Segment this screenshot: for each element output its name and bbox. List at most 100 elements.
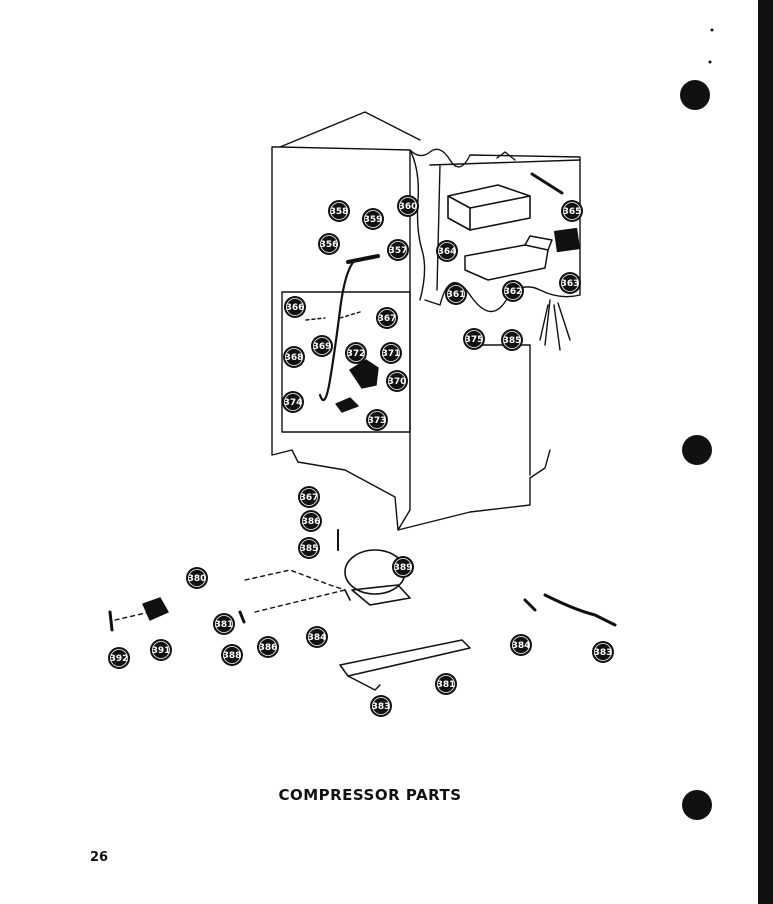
- callout-359: 359: [362, 208, 384, 230]
- callout-375: 375: [463, 328, 485, 350]
- callout-367: 367: [298, 486, 320, 508]
- callout-389: 389: [392, 556, 414, 578]
- callout-label: 370: [388, 377, 407, 387]
- callout-label: 357: [389, 246, 408, 256]
- callout-label: 391: [152, 646, 171, 656]
- callout-label: 365: [563, 207, 582, 217]
- callout-label: 359: [364, 215, 383, 225]
- callout-label: 371: [382, 349, 401, 359]
- callout-383: 383: [370, 695, 392, 717]
- callout-363: 363: [559, 272, 581, 294]
- overload-388: [238, 610, 246, 624]
- dashed-leads: [114, 569, 346, 621]
- callout-label: 383: [372, 702, 391, 712]
- ice-rod: [530, 172, 564, 195]
- fitting-358: [346, 254, 380, 264]
- compressor-base: [344, 584, 411, 606]
- callout-label: 386: [259, 643, 278, 653]
- callout-label: 362: [504, 287, 523, 297]
- callout-386: 386: [257, 636, 279, 658]
- callout-364: 364: [436, 240, 458, 262]
- callout-label: 375: [465, 335, 484, 345]
- callout-358: 358: [328, 200, 350, 222]
- callout-365: 365: [561, 200, 583, 222]
- callout-385: 385: [298, 537, 320, 559]
- callout-392: 392: [108, 647, 130, 669]
- callout-label: 358: [330, 207, 349, 217]
- punch-hole: [680, 80, 710, 110]
- callout-384: 384: [510, 634, 532, 656]
- callout-label: 364: [438, 247, 457, 257]
- callout-381: 381: [213, 613, 235, 635]
- ice-cover-plate: [554, 227, 580, 253]
- callout-366: 366: [284, 296, 306, 318]
- callout-label: 368: [285, 353, 304, 363]
- punch-hole: [682, 435, 712, 465]
- wire-harness: [474, 299, 571, 476]
- callout-391: 391: [150, 639, 172, 661]
- callout-label: 386: [302, 517, 321, 527]
- callout-label: 356: [320, 240, 339, 250]
- speck: [708, 60, 712, 64]
- speck: [710, 28, 714, 32]
- callout-label: 373: [368, 416, 387, 426]
- callout-label: 363: [561, 279, 580, 289]
- callout-label: 388: [223, 651, 242, 661]
- strap-383: [543, 593, 617, 627]
- page-number: 26: [90, 850, 109, 865]
- solenoid-373: [335, 397, 359, 413]
- callout-383: 383: [592, 641, 614, 663]
- callout-384: 384: [306, 626, 328, 648]
- callout-label: 381: [215, 620, 234, 630]
- callout-label: 389: [394, 563, 413, 573]
- ice-maker-body: [464, 235, 553, 281]
- callout-label: 392: [110, 654, 129, 664]
- callout-362: 362: [502, 280, 524, 302]
- callout-381: 381: [435, 673, 457, 695]
- callout-386: 386: [300, 510, 322, 532]
- callout-label: 385: [503, 336, 522, 346]
- callout-357: 357: [387, 239, 409, 261]
- tubing: [318, 258, 357, 402]
- ice-bin: [447, 184, 531, 231]
- diagram-title: COMPRESSOR PARTS: [278, 786, 462, 804]
- clip-384: [523, 598, 537, 612]
- callout-367: 367: [376, 307, 398, 329]
- callout-369: 369: [311, 335, 333, 357]
- callout-label: 380: [188, 574, 207, 584]
- callout-360: 360: [397, 195, 419, 217]
- icemaker-bracket: [429, 151, 581, 291]
- callout-label: 369: [313, 342, 332, 352]
- callout-368: 368: [283, 346, 305, 368]
- cabinet-outline: [271, 111, 581, 531]
- callout-label: 381: [437, 680, 456, 690]
- callout-370: 370: [386, 370, 408, 392]
- detail-box-left: [281, 291, 411, 433]
- callout-label: 367: [300, 493, 319, 503]
- bracket-392: [108, 610, 114, 632]
- callout-label: 383: [594, 648, 613, 658]
- base-pan: [339, 639, 471, 691]
- callout-374: 374: [282, 391, 304, 413]
- callout-label: 367: [378, 314, 397, 324]
- callout-label: 384: [512, 641, 531, 651]
- binding-edge: [758, 0, 773, 904]
- punch-hole: [682, 790, 712, 820]
- callout-label: 385: [300, 544, 319, 554]
- callout-373: 373: [366, 409, 388, 431]
- callout-label: 360: [399, 202, 418, 212]
- callout-385: 385: [501, 329, 523, 351]
- callout-372: 372: [345, 342, 367, 364]
- callout-label: 372: [347, 349, 366, 359]
- callout-388: 388: [221, 644, 243, 666]
- callout-380: 380: [186, 567, 208, 589]
- callout-371: 371: [380, 342, 402, 364]
- callout-356: 356: [318, 233, 340, 255]
- relay-391: [142, 597, 169, 621]
- callout-label: 374: [284, 398, 303, 408]
- callout-label: 366: [286, 303, 305, 313]
- valve-bracket: [349, 359, 379, 389]
- callout-361: 361: [445, 283, 467, 305]
